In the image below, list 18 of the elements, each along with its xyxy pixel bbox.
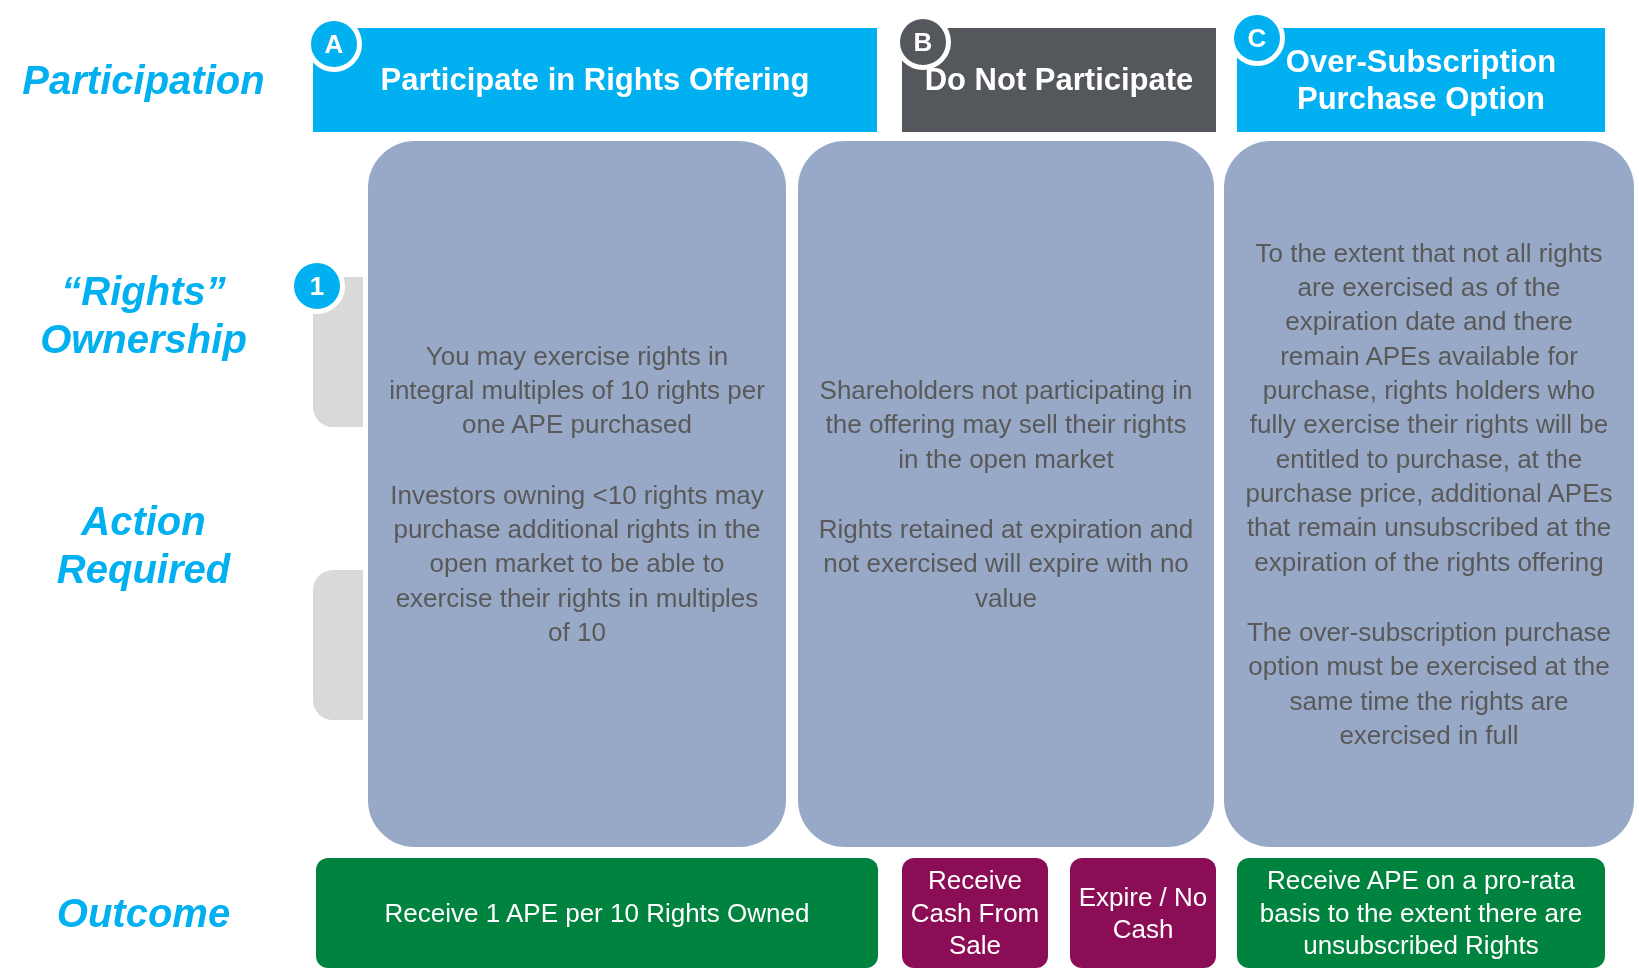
row-label: Action Required bbox=[55, 498, 232, 593]
description-card bbox=[1221, 138, 1637, 850]
outcome-box: Receive Cash From Sale bbox=[902, 858, 1048, 968]
description-card bbox=[795, 138, 1217, 850]
description-text: To the extent that not all rights are exercised as of the expiration date and there remain APEs available for purchase, rights holders who fully exercise their rights will be entitled to purchase, at the purchase price, additional APEs that remain unsubscribed at the expiration of the rights offering bbox=[1244, 236, 1614, 579]
description-text: Rights retained at expiration and not exercised will expire with no value bbox=[817, 513, 1195, 615]
row-label: Outcome bbox=[55, 890, 232, 937]
description-text: Shareholders not participating in the offering may sell their rights in the open market bbox=[818, 374, 1194, 476]
row-label: Participation bbox=[21, 57, 266, 104]
outcome-box: Receive APE on a pro-rata basis to the extent there are unsubscribed Rights bbox=[1237, 858, 1605, 968]
description-text: Investors owning <10 rights may purchase additional rights in the open market to be able to exercise their rights in multiples of 10 bbox=[389, 478, 765, 649]
outcome-box: Receive 1 APE per 10 Rights Owned bbox=[316, 858, 878, 968]
row-label: “Rights” Ownership bbox=[39, 268, 248, 363]
description-text: You may exercise rights in integral multiples of 10 rights per one APE purchased bbox=[388, 339, 766, 442]
background-card bbox=[313, 570, 363, 720]
outcome-box: Expire / No Cash bbox=[1070, 858, 1216, 968]
description-card bbox=[365, 138, 789, 850]
description-text: The over-subscription purchase option must be exercised at the same time the rights are exercised in full bbox=[1245, 615, 1613, 752]
